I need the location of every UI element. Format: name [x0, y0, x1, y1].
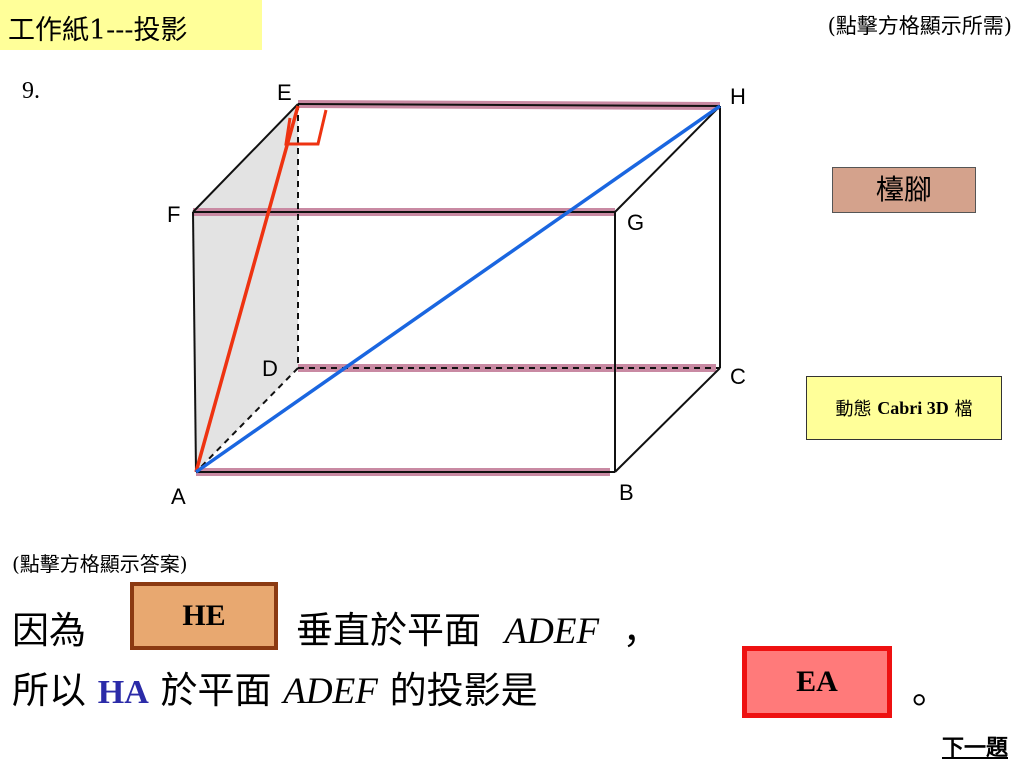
click-hint-top: (點擊方格顯示所需) — [827, 14, 1012, 38]
title-banner — [0, 0, 262, 50]
next-question-link[interactable]: 下一題 — [941, 735, 1008, 761]
therefore-text: 所以 — [12, 669, 86, 712]
answer-line-1-start: 因為 — [12, 609, 86, 652]
hidden-edges — [195, 104, 720, 473]
click-hint-answer: (點擊方格顯示答案) — [12, 552, 188, 576]
answer-box-he[interactable]: HE — [130, 582, 278, 650]
right-angle-marker — [284, 109, 328, 146]
ha-label: HA — [97, 674, 149, 711]
vertex-label-g: G — [627, 210, 644, 235]
worksheet-title: 工作紙1---投影 — [8, 15, 188, 46]
plane-name-2: ADEF — [283, 671, 378, 712]
vertex-label-h: H — [730, 84, 746, 109]
cuboid-figure: E H F G D C A B — [167, 80, 746, 509]
cuboid-edges — [192, 103, 721, 473]
vertex-label-c: C — [730, 364, 746, 389]
line-ha — [194, 104, 722, 474]
answer-line-1-mid: 垂直於平面 ADEF ， — [296, 600, 660, 654]
vertex-label-f: F — [167, 202, 180, 227]
cabri-prefix: 動態 — [835, 399, 872, 420]
answer-box-ea[interactable]: EA — [742, 646, 892, 718]
vertex-label-d: D — [262, 356, 278, 381]
comma: ， — [622, 609, 660, 652]
vertex-label-b: B — [619, 480, 634, 505]
vertex-label-e: E — [277, 80, 292, 105]
plane-name-1: ADEF — [504, 611, 600, 652]
line-ea — [194, 105, 300, 473]
answer-line-2: 所以 HA 於平面 ADEF 的投影是 — [12, 660, 538, 714]
question-number: 9. — [22, 78, 40, 104]
cabri-3d-file-button[interactable]: 動態 Cabri 3D 檔 — [806, 376, 1002, 440]
on-plane-text: 於平面 — [160, 669, 272, 712]
period: 。 — [912, 669, 949, 712]
projection-is-text: 的投影是 — [389, 669, 538, 712]
perpendicular-text: 垂直於平面 — [296, 609, 481, 652]
cabri-name: Cabri 3D — [877, 397, 949, 418]
cabri-suffix: 檔 — [954, 399, 973, 420]
vertex-label-a: A — [171, 484, 186, 509]
platform-button[interactable]: 檯腳 — [832, 167, 976, 213]
